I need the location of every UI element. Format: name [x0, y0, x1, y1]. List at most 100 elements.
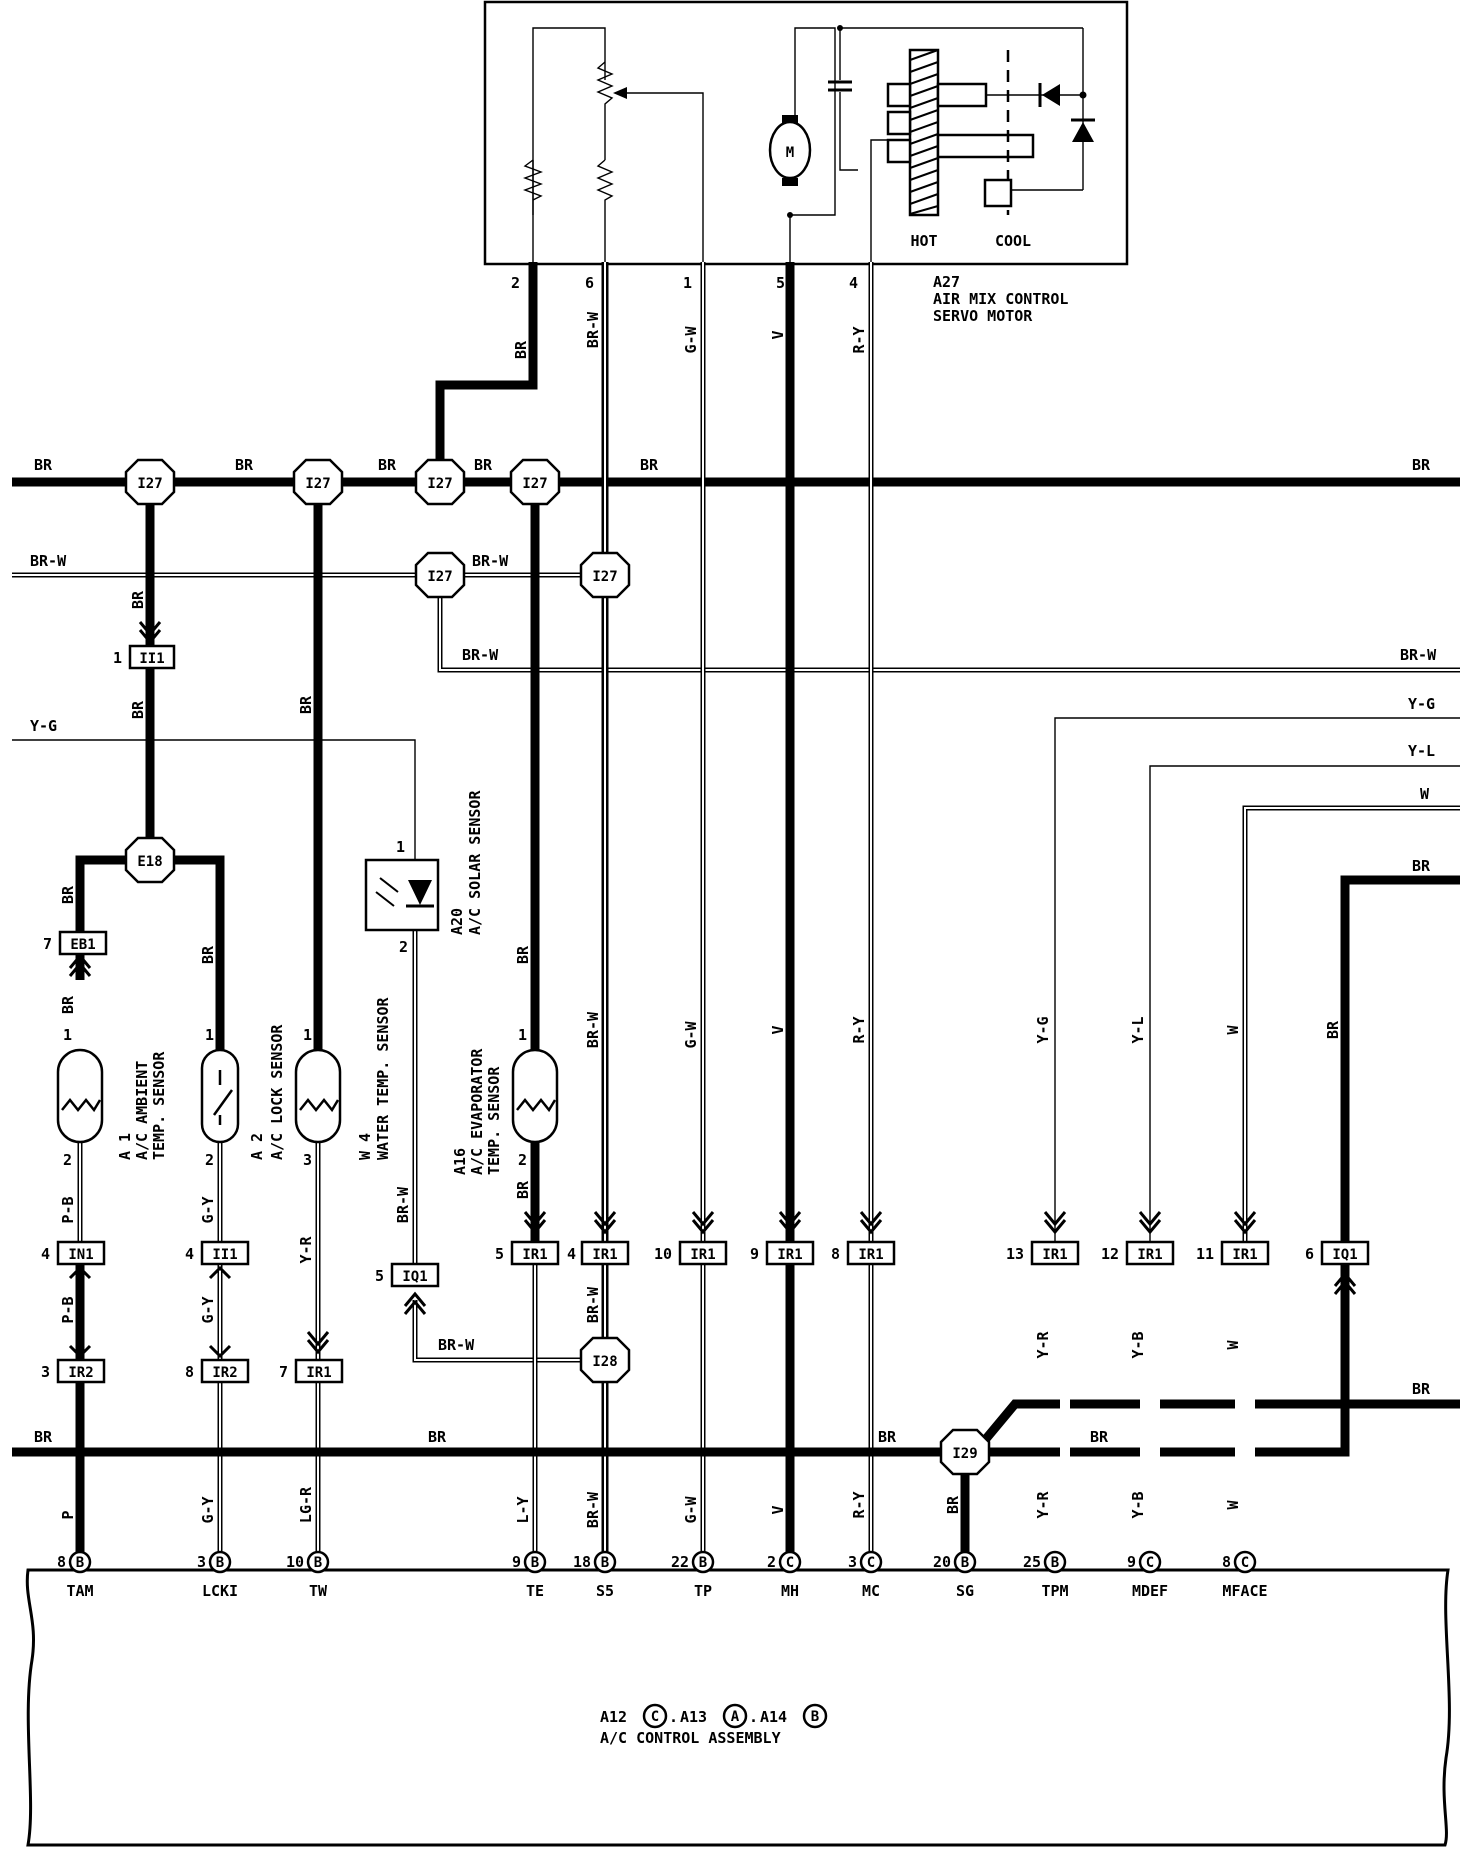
- v-a2-gy-1: G-Y: [199, 1196, 217, 1223]
- term-tpm: TPM: [1041, 1582, 1068, 1600]
- v-servo-br: BR: [512, 340, 530, 359]
- conn-ir1-mc: IR1: [858, 1247, 883, 1263]
- v-mface-1: W: [1224, 1025, 1242, 1035]
- splice-e18: E18: [137, 854, 162, 870]
- lbl-brb-4: BR: [1090, 1428, 1109, 1446]
- v-servo-v: V: [769, 330, 787, 339]
- v-w4-yr: Y-R: [297, 1235, 315, 1263]
- v-mface-2: W: [1224, 1340, 1242, 1350]
- asm-a14: A14: [760, 1708, 787, 1726]
- splice-i27-4: I27: [522, 476, 547, 492]
- sensor-a2: [200, 1048, 240, 1144]
- w4-name: WATER TEMP. SENSOR: [374, 996, 392, 1160]
- term-mface: MFACE: [1222, 1582, 1267, 1600]
- a1-name-2: TEMP. SENSOR: [150, 1051, 168, 1160]
- servo-name-2: SERVO MOTOR: [933, 307, 1033, 325]
- conn-ir1-tpm: IR1: [1042, 1247, 1067, 1263]
- conn-ir1-te: IR1: [522, 1247, 547, 1263]
- conn-ir1-mdef-pin: 12: [1101, 1245, 1119, 1263]
- term-tam-pin: 8: [57, 1553, 66, 1571]
- servo-pin-5: 5: [776, 274, 785, 292]
- conn-ir1-w4-pin: 7: [279, 1363, 288, 1381]
- asm-a12-c: C: [651, 1709, 659, 1725]
- term-mh: MH: [781, 1582, 799, 1600]
- a2-id: A 2: [248, 1133, 266, 1160]
- v-s5-2: BR-W: [584, 1286, 602, 1323]
- lbl-yg-2: Y-G: [1408, 695, 1435, 713]
- v-a20-brw: BR-W: [394, 1186, 412, 1223]
- conn-iq1-a20: IQ1: [402, 1269, 427, 1285]
- sensor-a16: [511, 1048, 559, 1144]
- conn-ii1-top-pin: 1: [113, 649, 122, 667]
- v-a1-pb-2: P-B: [59, 1296, 77, 1323]
- term-lcki: LCKI: [202, 1582, 238, 1600]
- conn-ii1-top: II1: [139, 651, 164, 667]
- v-a1-pb-1: P-B: [59, 1196, 77, 1223]
- svg-text:.: .: [669, 1708, 678, 1726]
- lbl-br-right: BR: [1412, 857, 1431, 875]
- v-mh-1: V: [769, 1025, 787, 1034]
- term-mh-pin: 2: [767, 1553, 776, 1571]
- v-a1-br-1: BR: [129, 590, 147, 609]
- a1-pin1: 1: [63, 1026, 72, 1044]
- wire-labels: BR BR BR BR BR BR BR-W BR-W BR-W BR-W Y-…: [30, 456, 1437, 1446]
- conn-ii1-b: II1: [212, 1247, 237, 1263]
- splice-i27-3: I27: [427, 476, 452, 492]
- splice-i27-6: I27: [592, 569, 617, 585]
- term-te: TE: [526, 1582, 544, 1600]
- term-s5-conn: B: [601, 1555, 609, 1571]
- servo-pin-2: 2: [511, 274, 520, 292]
- v-w4-br: BR: [297, 695, 315, 714]
- term-sg: SG: [956, 1582, 974, 1600]
- servo-pin-1: 1: [683, 274, 692, 292]
- conn-eb1: EB1: [70, 937, 95, 953]
- conn-ir1-s5: IR1: [592, 1247, 617, 1263]
- conn-ir1-te-pin: 5: [495, 1245, 504, 1263]
- v-a16-br-low: BR: [514, 1180, 532, 1199]
- servo-motor-a27: M HOT COOL: [483, 0, 1129, 266]
- servo-name-1: AIR MIX CONTROL: [933, 290, 1068, 308]
- conn-ir1-w4: IR1: [306, 1365, 331, 1381]
- v-mdef-1: Y-L: [1129, 1016, 1147, 1043]
- term-mface-conn: C: [1241, 1555, 1249, 1571]
- term-lcki-conn: B: [216, 1555, 224, 1571]
- lbl-w: W: [1420, 785, 1430, 803]
- v-tpm-2: Y-R: [1034, 1330, 1052, 1358]
- lbl-brb-2: BR: [428, 1428, 447, 1446]
- lbl-br-1: BR: [34, 456, 53, 474]
- v-a2-gy-3: G-Y: [199, 1496, 217, 1523]
- a20-pin2: 2: [399, 938, 408, 956]
- conn-ir2-b-pin: 8: [185, 1363, 194, 1381]
- term-tam: TAM: [66, 1582, 93, 1600]
- splice-i28: I28: [592, 1354, 617, 1370]
- v-servo-ry: R-Y: [850, 326, 868, 353]
- a16-name-2: TEMP. SENSOR: [485, 1066, 503, 1175]
- sensor-a1: [56, 1048, 104, 1144]
- conn-in1: IN1: [68, 1247, 93, 1263]
- conn-ir1-mh-pin: 9: [750, 1245, 759, 1263]
- lbl-br-4: BR: [474, 456, 493, 474]
- sensor-names: A 1 A/C AMBIENT TEMP. SENSOR A 2 A/C LOC…: [116, 790, 503, 1175]
- conn-eb1-pin: 7: [43, 935, 52, 953]
- conn-ir1-tp: IR1: [690, 1247, 715, 1263]
- lbl-brb-5: BR: [1412, 1380, 1431, 1398]
- v-w4-lgr: LG-R: [297, 1486, 315, 1523]
- term-mdef-conn: C: [1146, 1555, 1154, 1571]
- v-tp-2: G-W: [682, 1495, 700, 1523]
- term-lcki-pin: 3: [197, 1553, 206, 1571]
- v-sg: BR: [944, 1495, 962, 1514]
- v-s5-3: BR-W: [584, 1491, 602, 1528]
- conn-ii1-b-pin: 4: [185, 1245, 194, 1263]
- conn-ir2-a-pin: 3: [41, 1363, 50, 1381]
- a2-pin1: 1: [205, 1026, 214, 1044]
- sensor-w4: [294, 1048, 342, 1144]
- sensor-pins: 1 2 1 2 1 3 1 2 1 2: [63, 838, 527, 1169]
- conn-ir1-mface: IR1: [1232, 1247, 1257, 1263]
- term-mc-conn: C: [867, 1555, 875, 1571]
- lbl-br-3: BR: [378, 456, 397, 474]
- a16-pin1: 1: [518, 1026, 527, 1044]
- splice-i27-1: I27: [137, 476, 162, 492]
